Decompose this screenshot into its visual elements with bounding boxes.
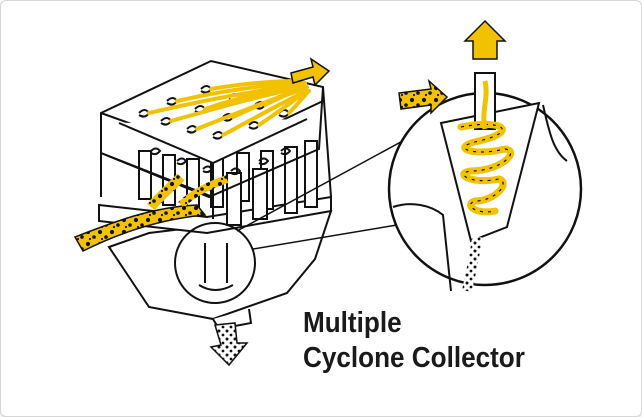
caption-line-2: Cyclone Collector [303, 341, 525, 376]
caption-line-1: Multiple [303, 306, 525, 341]
up-arrow-icon [465, 21, 505, 59]
cyclone-detail-view [389, 73, 581, 291]
figure-caption: Multiple Cyclone Collector [303, 306, 525, 376]
right-arrow-icon [291, 59, 329, 85]
down-arrow-icon [211, 323, 247, 365]
